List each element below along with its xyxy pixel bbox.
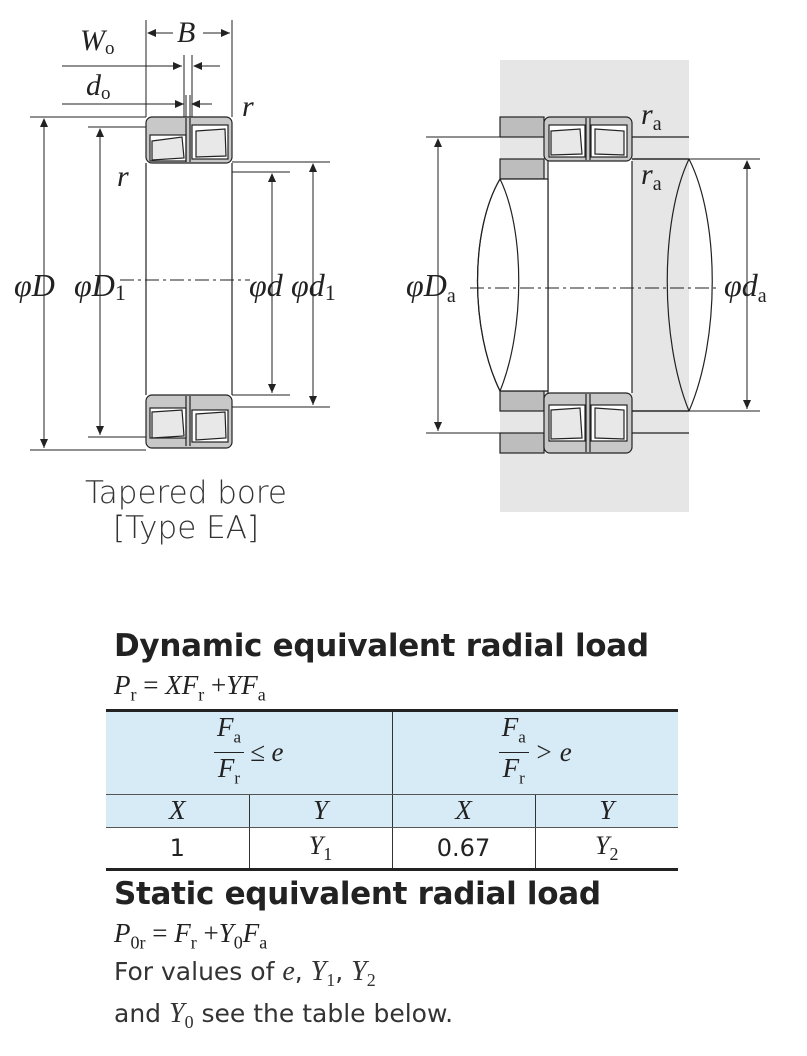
right-dimension-lines xyxy=(426,136,760,434)
static-formula: P0r = Fr +Y0Fa xyxy=(114,918,268,953)
label-ra-bottom: ra xyxy=(641,158,662,195)
label-W0: Wo xyxy=(80,24,115,59)
label-r-top: r xyxy=(242,90,254,123)
left-bearing-section xyxy=(145,116,233,449)
cell-x1: 1 xyxy=(106,827,249,871)
label-phid1: φd1 xyxy=(291,267,336,305)
static-note-line2: and Y0 see the table below. xyxy=(114,998,454,1032)
cell-y1: Y1 xyxy=(248,827,392,871)
label-ra-top: ra xyxy=(641,98,662,135)
static-heading: Static equivalent radial load xyxy=(114,876,601,912)
cell-x2: 0.67 xyxy=(391,827,535,871)
static-note-line1: For values of e, Y1, Y2 xyxy=(114,956,376,990)
dynamic-formula: Pr = XFr +YFa xyxy=(114,670,266,705)
bearing-diagrams: Wo B do r r φD φD1 φd φd1 xyxy=(14,16,767,512)
label-r-left: r xyxy=(117,160,129,193)
label-phiDa: φDa xyxy=(406,267,456,307)
label-phid: φd xyxy=(249,267,284,303)
label-phida: φda xyxy=(724,267,767,307)
col-header-X1: X xyxy=(106,794,249,828)
col-header-Y1: Y xyxy=(248,794,392,828)
table-row: 1 Y1 0.67 Y2 xyxy=(106,827,678,871)
shaft-break-curves xyxy=(476,158,713,412)
condition-right-op: > e xyxy=(534,737,572,768)
table-header-row: X Y X Y xyxy=(106,794,678,828)
caption-line2: [Type EA] xyxy=(112,510,260,546)
cell-y2: Y2 xyxy=(534,827,678,871)
dynamic-heading: Dynamic equivalent radial load xyxy=(114,628,649,664)
label-B: B xyxy=(177,16,195,49)
col-header-Y2: Y xyxy=(534,794,678,828)
caption-line1: Tapered bore xyxy=(85,475,287,511)
left-dimension-lines xyxy=(30,20,330,451)
label-d0: do xyxy=(86,69,111,104)
label-phiD: φD xyxy=(14,267,55,303)
label-phiD1: φD1 xyxy=(74,267,126,305)
diagram-caption: Tapered bore [Type EA] xyxy=(80,476,292,546)
condition-left-op: ≤ e xyxy=(249,737,284,768)
col-header-X2: X xyxy=(391,794,535,828)
